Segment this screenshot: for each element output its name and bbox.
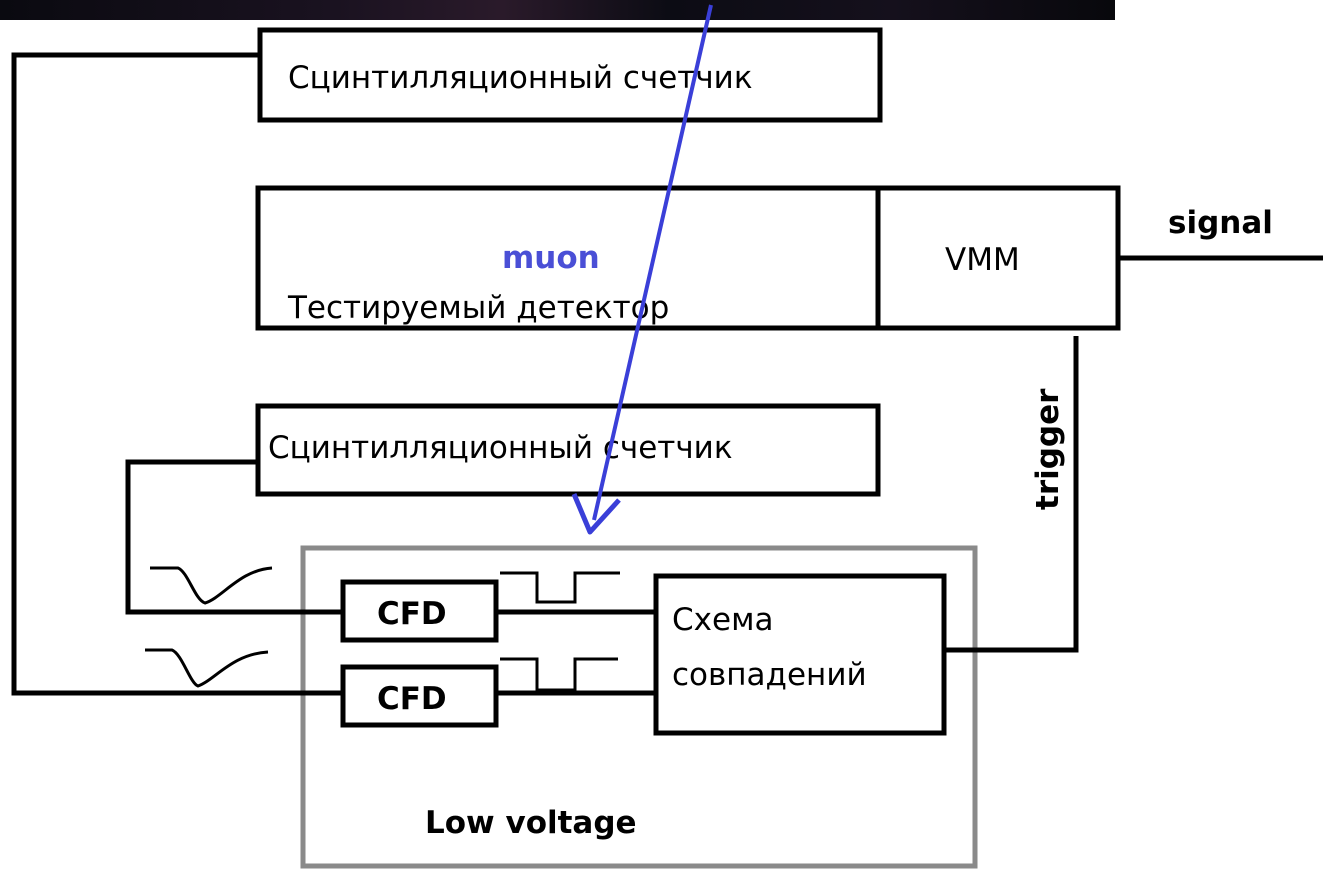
wire-bottom-counter-cfd — [125, 459, 343, 615]
wire-top-counter-cfd — [11, 52, 343, 696]
wire-trigger — [944, 336, 1079, 653]
muon-label: muon — [502, 240, 600, 276]
detector-box — [255, 185, 1121, 331]
coincidence-label-line2: совпадений — [672, 657, 867, 693]
bottom-counter-label: Сцинтилляционный счетчик — [268, 430, 733, 466]
signal-label: signal — [1168, 205, 1273, 241]
top-counter-label: Сцинтилляционный счетчик — [288, 60, 753, 96]
cfd-bottom-box — [340, 664, 499, 728]
analog-pulse-bottom — [145, 648, 269, 688]
cfd-bottom-label: CFD — [377, 681, 447, 717]
top-counter-block: Сцинтилляционный счетчик — [257, 27, 883, 123]
photo-strip — [0, 0, 1115, 20]
bottom-counter-block: Сцинтилляционный счетчик — [255, 403, 881, 497]
low-voltage-box — [300, 545, 978, 869]
logic-pulse-bottom — [500, 657, 618, 692]
analog-pulse-top — [150, 566, 273, 605]
coincidence-label-line1: Схема — [672, 602, 773, 638]
wiring — [11, 52, 1079, 696]
low-voltage-label: Low voltage — [425, 805, 637, 841]
coincidence-block: Схема совпадений — [653, 573, 947, 736]
muon-arrow-head — [571, 493, 621, 535]
muon-trajectory — [571, 4, 713, 535]
cfd-top-block: CFD — [340, 579, 499, 643]
logic-pulses — [500, 571, 620, 692]
cfd-top-label: CFD — [377, 596, 447, 632]
vmm-label: VMM — [945, 242, 1020, 278]
bottom-counter-box — [255, 403, 881, 497]
top-counter-box — [257, 27, 883, 123]
logic-pulse-top — [500, 571, 620, 604]
muon-arrow-line — [592, 4, 713, 521]
detector-label: Тестируемый детектор — [287, 290, 669, 326]
detector-block: Тестируемый детектор VMM muon — [255, 185, 1121, 331]
cfd-bottom-block: CFD — [340, 664, 499, 728]
analog-pulses — [145, 566, 273, 688]
coincidence-box — [653, 573, 947, 736]
trigger-label: trigger — [1030, 388, 1066, 510]
